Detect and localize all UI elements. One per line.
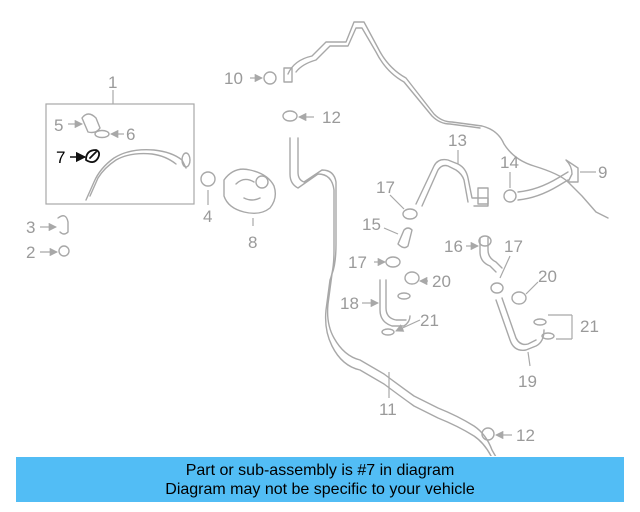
part-8-thermostat-housing[interactable] bbox=[223, 168, 277, 215]
callout-20-a: 20 bbox=[432, 272, 451, 291]
part-10[interactable] bbox=[263, 71, 277, 85]
callout-17-c: 17 bbox=[348, 253, 367, 272]
callout-13: 13 bbox=[448, 131, 467, 150]
part-15[interactable] bbox=[397, 227, 413, 249]
parts-diagram: 1 2 3 4 5 6 7 8 9 10 11 12 12 13 14 15 1… bbox=[26, 21, 609, 456]
callout-17-b: 17 bbox=[504, 237, 523, 256]
callout-9: 9 bbox=[598, 163, 607, 182]
callout-8: 8 bbox=[248, 233, 257, 252]
callout-21-a: 21 bbox=[420, 311, 439, 330]
callout-11: 11 bbox=[379, 400, 397, 419]
housing-port bbox=[255, 175, 269, 189]
callout-17-b-leader bbox=[499, 255, 511, 279]
part-18[interactable] bbox=[379, 279, 411, 327]
banner-line-disclaimer: Diagram may not be specific to your vehi… bbox=[165, 481, 475, 498]
callout-16: 16 bbox=[444, 237, 463, 256]
info-banner: Part or sub-assembly is #7 in diagram Di… bbox=[16, 457, 624, 502]
callout-19: 19 bbox=[518, 372, 537, 391]
part-6[interactable] bbox=[94, 129, 110, 139]
part-11-pipe[interactable] bbox=[289, 137, 502, 456]
callout-21-b-leader bbox=[548, 314, 573, 340]
part-16[interactable] bbox=[479, 237, 503, 273]
coolant-hose[interactable] bbox=[85, 148, 187, 201]
part-17-b[interactable] bbox=[478, 235, 492, 247]
part-5[interactable] bbox=[81, 113, 101, 134]
part-12-upper[interactable] bbox=[282, 110, 298, 122]
subassembly-box bbox=[45, 103, 195, 205]
callout-3: 3 bbox=[26, 218, 35, 237]
part-19-pipe[interactable] bbox=[495, 297, 545, 351]
hose-to-9 bbox=[517, 171, 569, 201]
part-4[interactable] bbox=[200, 171, 216, 187]
part-9[interactable] bbox=[565, 159, 579, 183]
part-7-hose-clamp[interactable] bbox=[85, 149, 101, 163]
t-connector bbox=[477, 187, 489, 205]
callout-6: 6 bbox=[126, 125, 135, 144]
callout-19-leader bbox=[527, 351, 531, 367]
part-17-a[interactable] bbox=[402, 208, 418, 220]
part-21-d[interactable] bbox=[541, 332, 555, 340]
callout-7: 7 bbox=[56, 148, 65, 167]
callout-21-b: 21 bbox=[580, 317, 599, 336]
callout-15-leader bbox=[383, 227, 399, 235]
callout-17-a-leader bbox=[389, 194, 405, 210]
part-20-a[interactable] bbox=[404, 271, 420, 285]
part-20-b[interactable] bbox=[511, 291, 527, 305]
callout-10: 10 bbox=[224, 69, 243, 88]
callout-12-lower: 12 bbox=[516, 426, 535, 445]
part-12-lower[interactable] bbox=[481, 427, 495, 441]
callout-12-upper: 12 bbox=[322, 108, 341, 127]
callout-20-b: 20 bbox=[538, 267, 557, 286]
pipe-end-left bbox=[283, 67, 293, 83]
callout-15: 15 bbox=[362, 215, 381, 234]
callout-2: 2 bbox=[26, 243, 35, 262]
clamp-16-end bbox=[490, 282, 504, 294]
callout-5: 5 bbox=[54, 116, 63, 135]
upper-pipe[interactable] bbox=[287, 21, 609, 219]
callout-18: 18 bbox=[340, 294, 359, 313]
callout-20-b-leader bbox=[525, 281, 539, 295]
part-14[interactable] bbox=[503, 189, 517, 203]
callout-1: 1 bbox=[108, 73, 117, 92]
part-2[interactable] bbox=[58, 245, 70, 257]
part-3[interactable] bbox=[57, 215, 69, 235]
hose-end bbox=[181, 152, 191, 168]
part-21-a[interactable] bbox=[397, 292, 411, 300]
part-17-c[interactable] bbox=[385, 256, 401, 268]
callout-4: 4 bbox=[203, 207, 212, 226]
part-13-hose[interactable] bbox=[415, 158, 489, 207]
callout-17-a: 17 bbox=[376, 178, 395, 197]
part-21-c[interactable] bbox=[533, 318, 547, 326]
banner-line-part-number: Part or sub-assembly is #7 in diagram bbox=[185, 462, 455, 479]
callout-14: 14 bbox=[500, 153, 519, 172]
part-21-b[interactable] bbox=[381, 328, 395, 336]
callout-21-a-leader bbox=[395, 319, 421, 332]
